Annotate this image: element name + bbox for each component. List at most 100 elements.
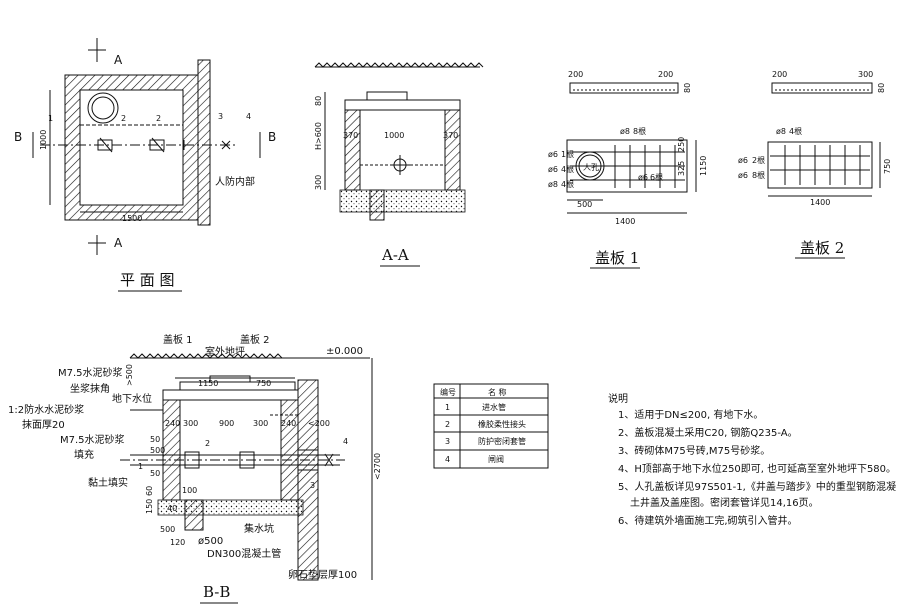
bb-leader-1: 1 — [138, 462, 143, 471]
bb-label-fill: 黏土填实 — [88, 476, 128, 489]
notes-item: 土井盖及盖座图。密闭套管详见14,16页。 — [630, 496, 819, 509]
cover2-dim-1400: 1400 — [810, 198, 830, 207]
cover1-rebar-b-count: 4根 — [561, 164, 574, 174]
aa-ground-hatch — [314, 62, 484, 68]
legend-header-name: 名 称 — [488, 387, 507, 397]
cover1: 200 200 80 人孔 ø8 8根 ø6 1根 ø6 4根 ø8 4根 ø6… — [548, 70, 708, 269]
aa-wall-right — [444, 109, 461, 191]
aa-dim-1000: 1000 — [384, 131, 404, 140]
aa-title: A-A — [381, 246, 409, 264]
cover1-rebar-d: ø6 — [638, 173, 648, 182]
cover2-section — [771, 82, 873, 94]
bb-label-waterproof: 1:2防水水泥砂浆 — [8, 403, 84, 416]
plan-joint-right — [149, 139, 165, 151]
cover1-dim-200-right: 200 — [658, 70, 673, 79]
bb-sleeve — [297, 449, 319, 471]
plan-leader-1: 1 — [48, 114, 53, 123]
plan-joint-left — [97, 139, 113, 151]
plan-leader-2a: 2 — [121, 114, 126, 123]
bb-label-cover2: 盖板 2 — [240, 333, 270, 346]
bb-ground-hatch — [129, 353, 283, 359]
plan-leader-3: 3 — [218, 112, 223, 121]
bb-title: B-B — [203, 583, 230, 601]
bb-joint-right — [239, 451, 255, 469]
bb-wall-left — [162, 399, 181, 501]
bb-dim-120: 120 — [170, 538, 185, 547]
bb-dim-240a: 240 — [165, 419, 180, 428]
cover2-rebar-b-count: 8根 — [752, 170, 765, 180]
bb-building-wall — [297, 379, 319, 581]
section-bb: >500 <2700 盖板 1 盖板 2 室外地坪 ±0.000 M7.5水泥砂… — [8, 333, 382, 604]
notes-title: 说明 — [608, 392, 628, 405]
cover2-title: 盖板 2 — [800, 239, 844, 257]
plan-section-mark-b-right: B — [268, 130, 276, 144]
cover1-section — [569, 82, 679, 94]
cover1-rebar-c-count: 4根 — [561, 179, 574, 189]
bb-dim-150: 150 — [145, 499, 154, 514]
aa-dim-370-left: 370 — [343, 131, 358, 140]
cover1-dim-80: 80 — [683, 83, 692, 93]
legend-row-name: 闸阀 — [488, 455, 504, 464]
plan-wall-hatch — [64, 74, 199, 221]
bb-label-elev: ±0.000 — [326, 346, 363, 357]
cover1-manhole — [575, 151, 605, 181]
bb-label-waterproof-b: 抹面厚20 — [22, 418, 65, 431]
cover2-dim-80: 80 — [877, 83, 886, 93]
aa-base-slab — [339, 189, 466, 213]
bb-dim-900: 900 — [219, 419, 234, 428]
legend-row-no: 3 — [445, 437, 450, 446]
plan-title: 平 面 图 — [120, 271, 175, 289]
bb-label-dn300: DN300混凝土管 — [207, 547, 281, 560]
bb-label-gravel: 卵石垫层厚100 — [288, 568, 357, 581]
plan-section-mark-b-left: B — [14, 130, 22, 144]
aa-sump — [369, 189, 385, 221]
plan-leader-2b: 2 — [156, 114, 161, 123]
section-aa: 80 H>600 300 370 1000 370 A-A — [314, 62, 484, 267]
bb-dim-40: 40 — [167, 504, 177, 513]
bb-dim-750: 750 — [256, 379, 271, 388]
plan-label-civil-defense: 人防内部 — [215, 175, 255, 188]
bb-dim-1150: 1150 — [198, 379, 218, 388]
notes-item: 1、适用于DN≤200, 有地下水。 — [618, 408, 763, 421]
bb-dim-240b: 240 — [281, 419, 296, 428]
aa-dim-300: 300 — [314, 175, 323, 190]
legend-row-no: 2 — [445, 420, 450, 429]
notes-item: 5、人孔盖板详见97S501-1,《井盖与踏步》中的重型钢筋混凝 — [618, 480, 896, 493]
cover2: 200 300 80 ø8 4根 ø6 2根 ø6 8根 750 1400 盖板… — [738, 70, 892, 259]
plan-dim-1000: 1000 — [39, 130, 48, 150]
bb-valve — [324, 453, 334, 467]
cover1-dim-1400: 1400 — [615, 217, 635, 226]
legend-table: 编号 名 称 1 进水管 2 橡胶柔性接头 3 防护密闭套管 4 闸阀 — [433, 383, 549, 469]
bb-dim-300b: 300 — [253, 419, 268, 428]
bb-base-slab — [157, 499, 304, 516]
plan-outer-wall — [64, 74, 199, 221]
notes-item: 2、盖板混凝土采用C20, 钢筋Q235-A。 — [618, 426, 798, 439]
notes: 说明 1、适用于DN≤200, 有地下水。 2、盖板混凝土采用C20, 钢筋Q2… — [608, 392, 896, 527]
legend-row-name: 防护密闭套管 — [478, 436, 526, 446]
cover1-rebar-top-count: 8根 — [633, 126, 646, 136]
legend-header-no: 编号 — [440, 387, 456, 397]
cover2-rebar-top-count: 4根 — [789, 126, 802, 136]
bb-label-ground: 室外地坪 — [205, 345, 245, 358]
bb-cover-2 — [162, 389, 299, 401]
cover2-plan — [767, 141, 873, 189]
bb-sump — [184, 499, 204, 531]
legend-row-name: 进水管 — [482, 402, 506, 412]
cover1-rebar-a-count: 1根 — [561, 149, 574, 159]
plan-section-mark-a-bottom: A — [114, 236, 123, 250]
cover1-rebar-d-count: 6根 — [650, 172, 663, 182]
plan-building-wall — [197, 59, 211, 226]
bb-label-mortar2b: 填充 — [74, 448, 94, 461]
bb-dim-2700: <2700 — [373, 453, 382, 480]
cover2-rebar-b: ø6 — [738, 171, 748, 180]
aa-dim-370-right: 370 — [443, 131, 458, 140]
bb-dim-50b: 50 — [150, 469, 160, 478]
legend-row-no: 1 — [445, 403, 450, 412]
cover1-dim-1150: 1150 — [699, 156, 708, 176]
cover1-rebar-top: ø8 — [620, 127, 630, 136]
cover2-dim-300: 300 — [858, 70, 873, 79]
cover1-rebar-c: ø8 — [548, 180, 558, 189]
notes-item: 6、待建筑外墙面施工完,砌筑引入管井。 — [618, 514, 798, 527]
bb-dim-50a: 50 — [150, 435, 160, 444]
